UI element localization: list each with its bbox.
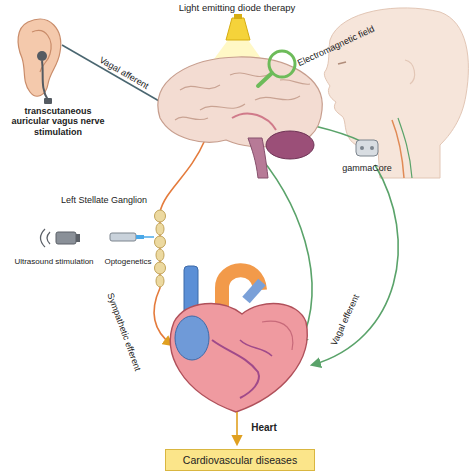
therapy-label: transcutaneous auricular vagus nerve sti…	[6, 106, 110, 137]
ganglion-bead	[156, 275, 164, 287]
pathway-label: Sympathetic efferent	[104, 290, 143, 375]
device-label: gammaCore	[342, 163, 392, 173]
ganglion-bead	[155, 236, 166, 248]
outcome-arrow	[236, 412, 238, 444]
brain	[158, 57, 322, 178]
therapy-label: Light emitting diode therapy	[179, 3, 296, 14]
heart	[170, 266, 307, 412]
optogenetics-fiber	[110, 233, 154, 241]
pathway-label: Vagal afferent	[96, 54, 152, 93]
head-profile	[324, 8, 468, 178]
organ-label: Heart	[251, 422, 277, 434]
therapy-label: Ultrasound stimulation	[14, 257, 93, 266]
ganglion-label: Left Stellate Ganglion	[61, 195, 147, 205]
ganglion-bead	[156, 249, 164, 261]
ganglion-bead	[155, 210, 166, 222]
stellate-ganglion	[155, 210, 166, 287]
therapy-label: Optogenetics	[104, 257, 151, 266]
led-lamp	[226, 14, 250, 40]
box-text: Cardiovascular diseases	[183, 454, 297, 466]
vagal-efferent-line	[312, 165, 398, 365]
gammacore-device	[356, 140, 378, 156]
ear	[18, 19, 61, 104]
ultrasound-probe	[41, 229, 81, 247]
electromagnetic-coil	[258, 51, 295, 86]
ganglion-bead	[155, 262, 166, 274]
pathway-label: Vagal efferent	[328, 291, 362, 349]
outcome-box: Cardiovascular diseases	[165, 449, 315, 471]
ganglion-bead	[156, 223, 164, 235]
